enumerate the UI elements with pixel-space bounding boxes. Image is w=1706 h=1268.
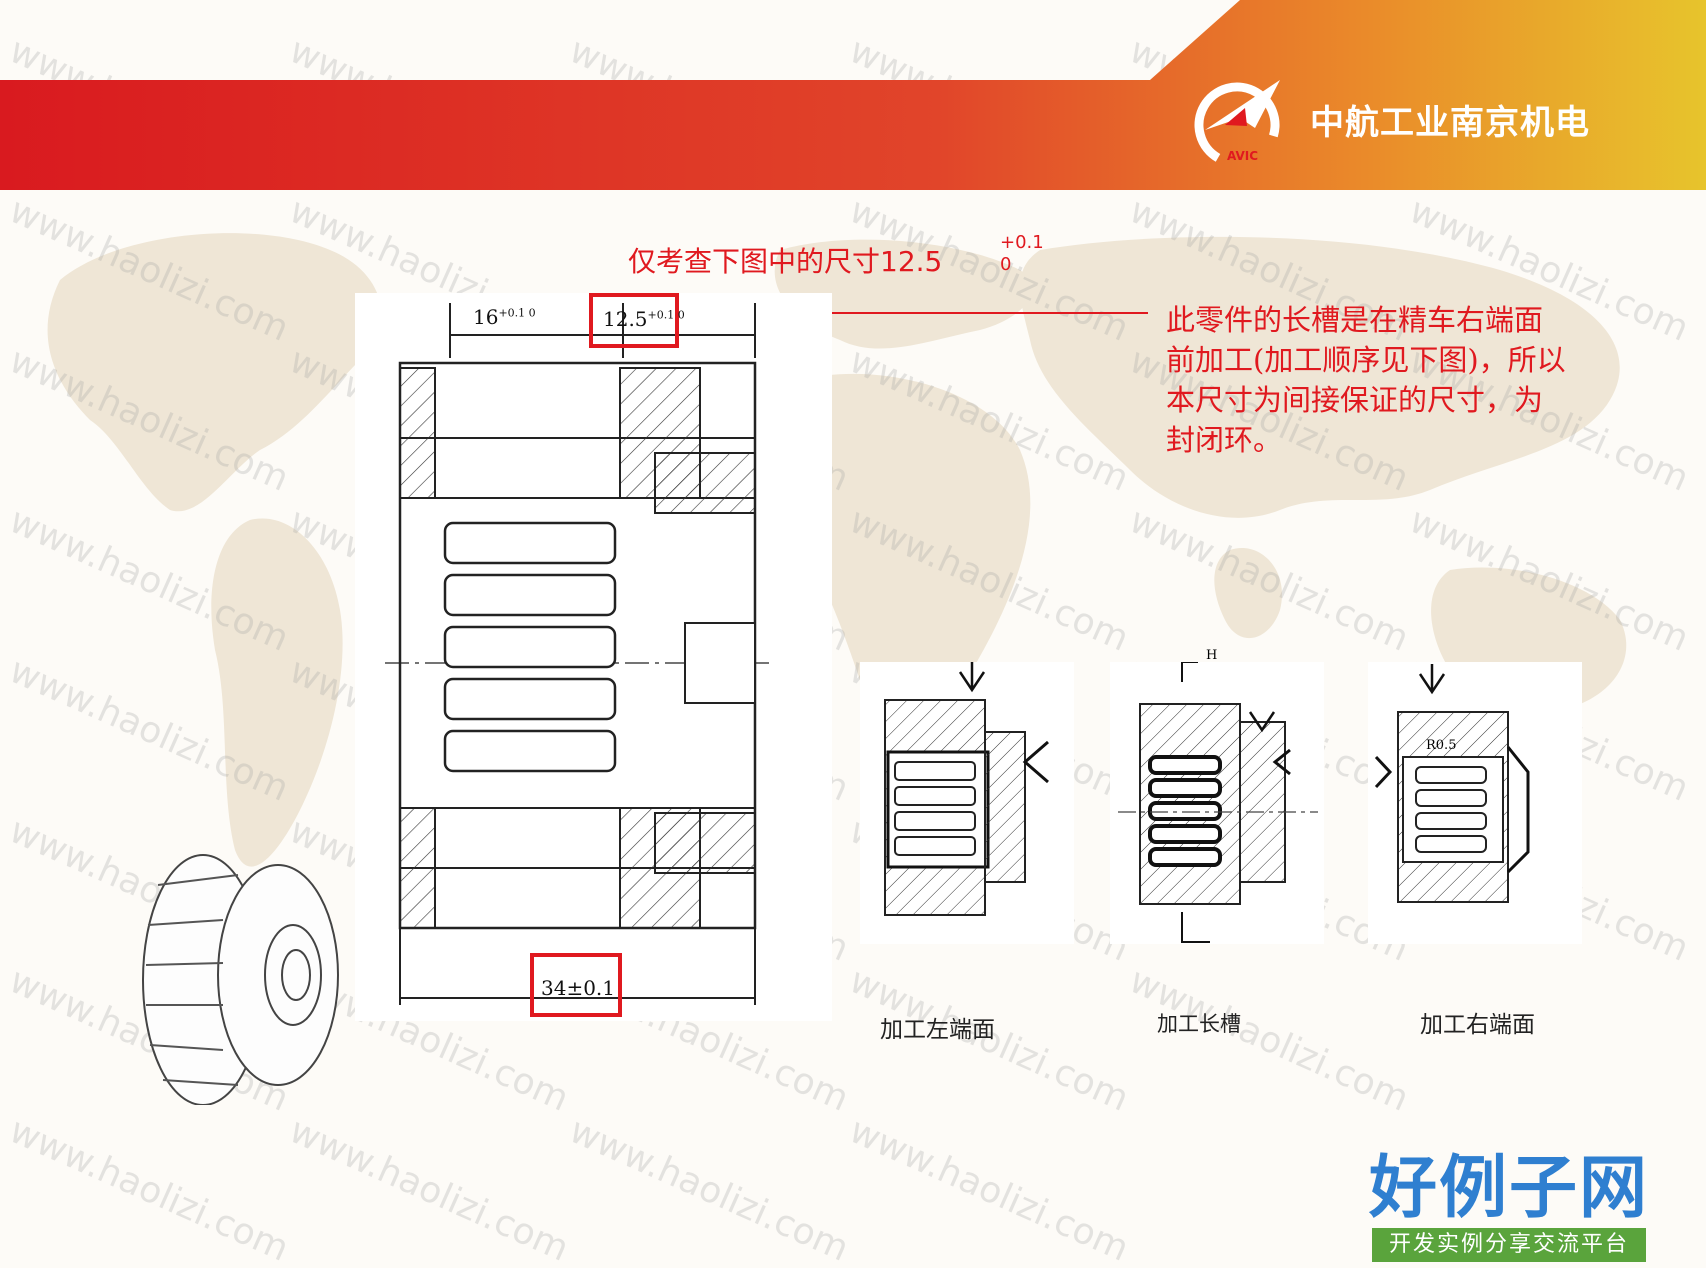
tol-upper: +0.1 xyxy=(1000,232,1044,253)
dim-34-highlight-box xyxy=(530,953,622,1017)
dim-34-text: 34±0.1 xyxy=(541,976,616,1000)
dim-12-5-highlight-box xyxy=(589,293,679,348)
header-band xyxy=(0,0,1706,190)
process-caption-long-slot: 加工长槽 xyxy=(1157,1012,1241,1036)
mark-h: H xyxy=(1206,648,1218,663)
slide-title: 仅考查下图中的尺寸12.5 +0.1 0 xyxy=(628,232,1044,280)
process-step-left-face-svg xyxy=(884,662,1049,916)
avic-logo: AVIC xyxy=(1194,80,1280,168)
tol-lower: 0 xyxy=(1000,254,1012,275)
explanation-note: 此零件的长槽是在精车右端面前加工(加工顺序见下图)，所以本尺寸为间接保证的尺寸，… xyxy=(1166,303,1566,457)
world-map-background xyxy=(47,233,1627,867)
mark-r05: R0.5 xyxy=(1426,738,1457,753)
dim-16-text: 16+0.1 0 xyxy=(473,305,536,329)
process-step-left-face xyxy=(860,662,1074,944)
process-step-long-slot: H xyxy=(1110,648,1324,944)
avic-logo-text: AVIC xyxy=(1227,149,1258,163)
site-tagline: 开发实例分享交流平台 xyxy=(1372,1228,1646,1262)
process-step-right-face: R0.5 xyxy=(1368,662,1582,944)
site-name: 好例子网 xyxy=(1368,1148,1649,1228)
brand-name: 中航工业南京机电 xyxy=(1310,103,1590,143)
process-caption-left-face: 加工左端面 xyxy=(880,1017,995,1043)
process-caption-right-face: 加工右端面 xyxy=(1420,1012,1535,1038)
callout-leader-line xyxy=(738,312,1148,314)
title-tolerance: +0.1 0 xyxy=(1000,232,1044,276)
slide-title-text: 仅考查下图中的尺寸12.5 xyxy=(628,245,943,278)
process-step-long-slot-svg xyxy=(1118,661,1318,943)
main-section-drawing: 16+0.1 0 12.5+0.1 0 34±0.1 xyxy=(355,293,832,1021)
main-section-svg xyxy=(385,303,775,1005)
dim-12-5-text: 12.5+0.1 0 xyxy=(603,307,685,331)
site-logo: 好例子网 开发实例分享交流平台 xyxy=(1368,1148,1650,1266)
process-step-right-face-svg xyxy=(1374,664,1530,903)
isometric-view xyxy=(142,854,339,1105)
